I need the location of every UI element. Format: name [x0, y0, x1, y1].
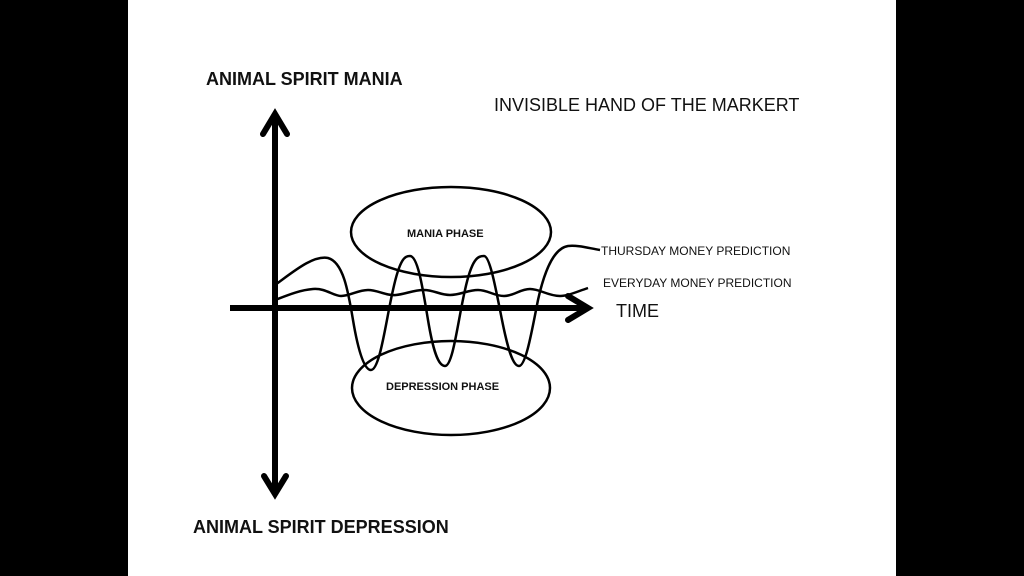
right-arrow-icon: [565, 293, 594, 323]
mania-phase-ellipse: [349, 185, 553, 279]
up-arrow-icon: [260, 108, 290, 137]
down-arrow-icon: [261, 473, 289, 500]
mania-phase-label: MANIA PHASE: [407, 228, 484, 240]
thursday-prediction-label: THURSDAY MONEY PREDICTION: [601, 244, 791, 258]
diagram-title: INVISIBLE HAND OF THE MARKERT: [494, 95, 800, 115]
top-axis-label: ANIMAL SPIRIT MANIA: [206, 69, 403, 89]
depression-phase-ellipse: [350, 339, 552, 437]
bottom-axis-label: ANIMAL SPIRIT DEPRESSION: [193, 517, 449, 537]
depression-phase-label: DEPRESSION PHASE: [386, 381, 500, 393]
thursday-prediction-curve: [274, 244, 601, 372]
everyday-prediction-curve: [274, 286, 589, 302]
slide-canvas: ANIMAL SPIRIT MANIA INVISIBLE HAND OF TH…: [128, 0, 896, 576]
x-axis-label: TIME: [616, 301, 659, 321]
diagram-svg: [230, 108, 601, 500]
everyday-prediction-label: EVERYDAY MONEY PREDICTION: [603, 276, 792, 290]
